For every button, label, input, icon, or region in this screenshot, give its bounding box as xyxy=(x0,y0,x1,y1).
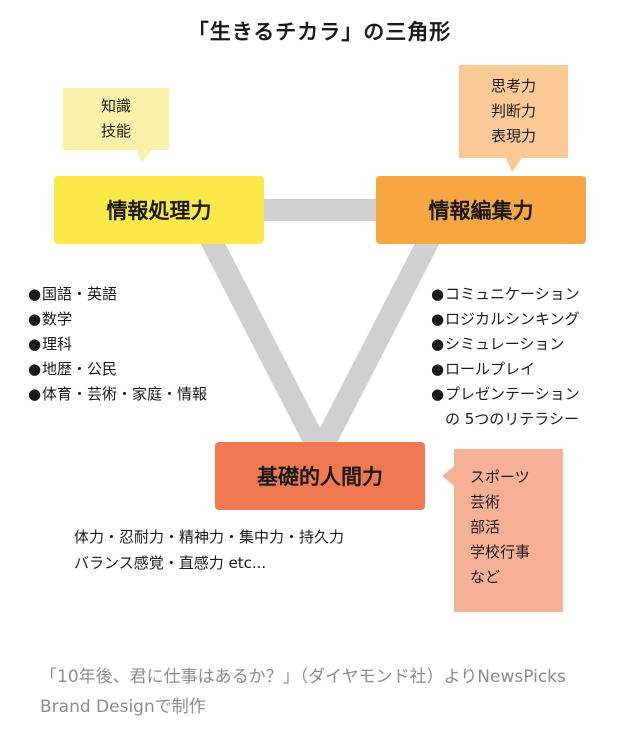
bubble-line: 部活 xyxy=(470,518,501,536)
bullet-icon: ● xyxy=(28,385,42,403)
bubble-line: 表現力 xyxy=(490,127,536,145)
traits-line: バランス感覚・直感力 etc... xyxy=(74,554,267,572)
bullet-icon: ● xyxy=(28,285,42,303)
bubble-line: スポーツ xyxy=(470,468,530,486)
thinking-bubble: 思考力 判断力 表現力 xyxy=(459,74,568,149)
list-item: ●ロジカルシンキング xyxy=(431,307,580,332)
bullet-icon: ● xyxy=(431,360,445,378)
bubble-line: など xyxy=(470,568,501,586)
traits-line: 体力・忍耐力・精神力・集中力・持久力 xyxy=(74,528,345,546)
bullet-icon: ● xyxy=(28,335,42,353)
bubble-line: 知識 xyxy=(100,97,131,115)
info-processing-node: 情報処理力 xyxy=(54,176,264,244)
thinking-bubble-shape xyxy=(459,65,568,172)
bubble-line: 芸術 xyxy=(470,493,501,511)
list-item: ●体育・芸術・家庭・情報 xyxy=(28,382,207,407)
edge-right xyxy=(310,232,440,458)
bullet-icon: ● xyxy=(431,385,445,403)
subjects-list: ●国語・英語 ●数学 ●理科 ●地歴・公民 ●体育・芸術・家庭・情報 xyxy=(28,282,207,407)
diagram-title: 「生きるチカラ」の三角形 xyxy=(187,20,452,44)
bubble-line: 思考力 xyxy=(490,77,536,95)
list-footer: の 5つのリテラシー xyxy=(445,410,580,428)
bullet-icon: ● xyxy=(431,335,445,353)
source-caption: 「10年後、君に仕事はあるか？」（ダイヤモンド社）よりNewsPicks Bra… xyxy=(40,667,566,717)
bullet-icon: ● xyxy=(28,360,42,378)
edge-left xyxy=(200,232,330,458)
list-item: ●数学 xyxy=(28,307,207,332)
bubble-line: 判断力 xyxy=(490,102,536,120)
bubble-line: 技能 xyxy=(100,122,131,140)
list-item: ●コミュニケーション xyxy=(431,282,580,307)
list-item: ●地歴・公民 xyxy=(28,357,207,382)
bubble-line: 学校行事 xyxy=(470,543,531,561)
literacies-list: ●コミュニケーション ●ロジカルシンキング ●シミュレーション ●ロールプレイ … xyxy=(431,282,580,432)
basic-human-node: 基礎的人間力 xyxy=(215,442,425,510)
list-item: ●ロールプレイ xyxy=(431,357,580,382)
knowledge-bubble-shape xyxy=(63,88,169,162)
bullet-icon: ● xyxy=(431,310,445,328)
list-item: ●理科 xyxy=(28,332,207,357)
info-editing-node: 情報編集力 xyxy=(376,176,586,244)
bullet-icon: ● xyxy=(28,310,42,328)
list-item: ●国語・英語 xyxy=(28,282,207,307)
activities-bubble: スポーツ 芸術 部活 学校行事 など xyxy=(470,465,563,590)
list-item: ●プレゼンテーション xyxy=(431,382,580,407)
knowledge-bubble: 知識 技能 xyxy=(63,94,169,144)
activities-bubble-shape xyxy=(442,449,563,612)
bullet-icon: ● xyxy=(431,285,445,303)
list-item: ●シミュレーション xyxy=(431,332,580,357)
human-traits: 体力・忍耐力・精神力・集中力・持久力 バランス感覚・直感力 etc... xyxy=(74,524,344,576)
